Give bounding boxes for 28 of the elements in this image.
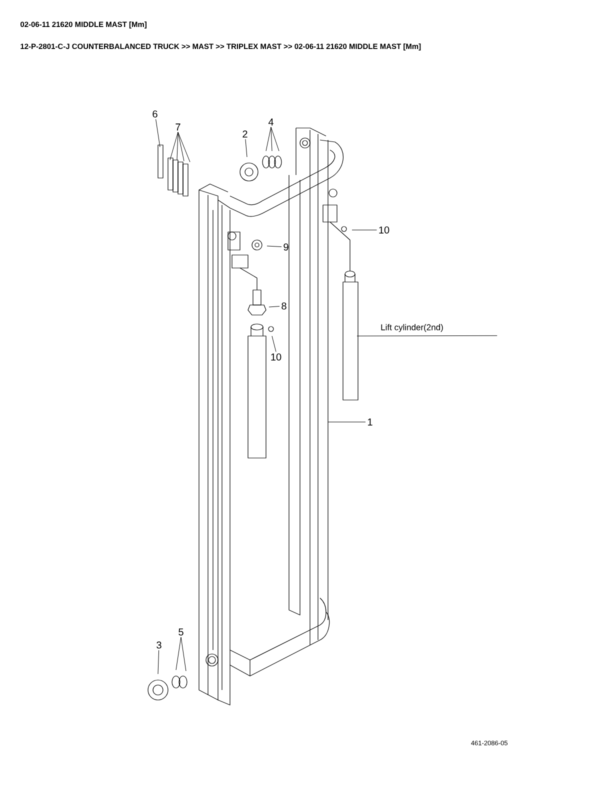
callout-number: 1 (368, 418, 372, 426)
leader-line (270, 126, 272, 152)
callout-number: 10 (271, 353, 282, 361)
leader-line (270, 126, 280, 152)
leader-line (176, 636, 182, 670)
leader-line (272, 336, 276, 352)
leader-line (268, 306, 280, 308)
leader-line (156, 119, 160, 148)
leader-line (178, 132, 184, 162)
callout-number: 6 (152, 110, 158, 118)
leader-line (356, 335, 498, 336)
callout-number: 10 (379, 226, 390, 234)
callout-number: 2 (242, 130, 248, 138)
leader-line (158, 650, 160, 674)
part-label: Lift cylinder(2nd) (381, 324, 443, 332)
leader-line (245, 138, 248, 158)
leader-line (170, 132, 178, 160)
callout-number: 3 (156, 641, 162, 649)
callout-number: 9 (284, 243, 288, 251)
leader-line (176, 132, 178, 160)
leader-line (178, 132, 190, 162)
leader-line (266, 246, 282, 248)
callout-number: 5 (178, 628, 184, 636)
callout-number: 8 (282, 302, 286, 310)
callout-number: 7 (176, 124, 180, 130)
leader-line (180, 636, 186, 672)
leader-line (266, 126, 272, 152)
callout-number: 4 (268, 118, 274, 126)
